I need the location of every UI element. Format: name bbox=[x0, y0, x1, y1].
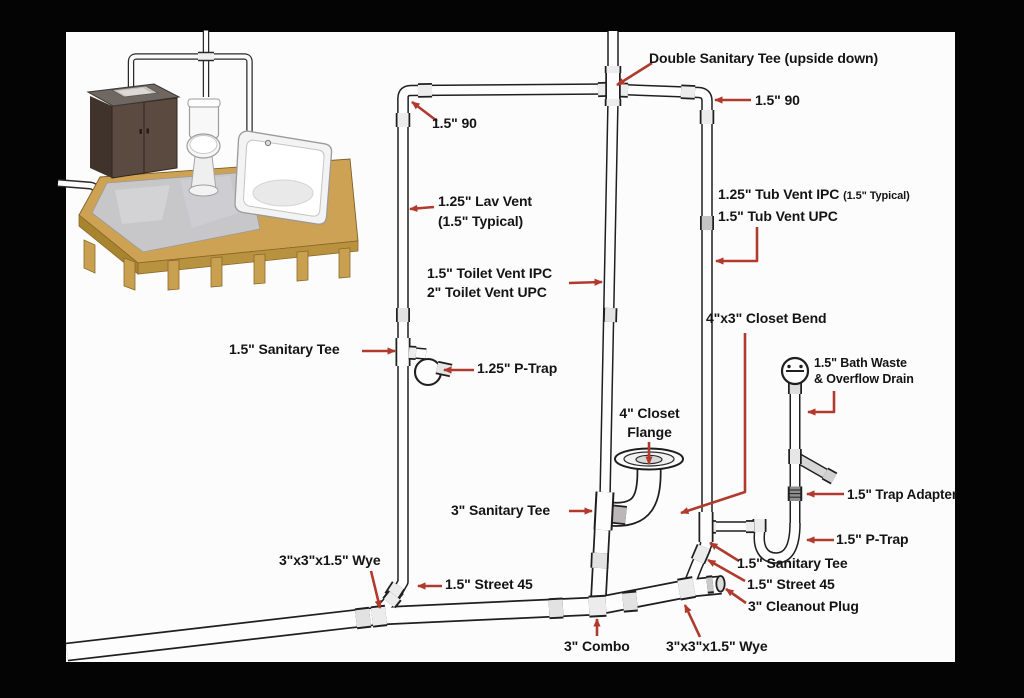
pipe-fittings bbox=[354, 66, 838, 630]
annotation-arrows bbox=[362, 61, 844, 638]
inset-vanity bbox=[86, 83, 181, 179]
arrow-tub-vent bbox=[715, 227, 759, 265]
inset-bathtub bbox=[234, 130, 333, 225]
fitting-3in-sanitary-tee bbox=[593, 491, 627, 531]
arrow-lav-vent bbox=[409, 204, 435, 212]
pipe-network bbox=[65, 31, 838, 662]
arrow-closet-bend bbox=[680, 333, 747, 515]
pipe-fills bbox=[66, 31, 833, 660]
fitting-right-wye-cleanout bbox=[677, 575, 726, 601]
arrow-toilet-vent bbox=[568, 278, 603, 286]
fitting-trap-adapter bbox=[787, 486, 803, 501]
inset-tub-drain bbox=[264, 139, 272, 147]
cleanout-plug-cap bbox=[715, 575, 726, 593]
fitting-combo bbox=[588, 594, 607, 618]
arrow-bath-waste bbox=[807, 391, 836, 416]
pipe-outlines bbox=[65, 31, 834, 662]
arrow-wye-bottom bbox=[683, 604, 702, 638]
arrow-double-sanitary-tee bbox=[616, 61, 653, 87]
fitting-lav-p-trap bbox=[413, 357, 453, 387]
inset-floor-joists bbox=[83, 239, 351, 291]
arrow-wye-left bbox=[369, 570, 382, 609]
fitting-bath-waste-overflow bbox=[780, 356, 838, 485]
arrow-tub-street-45 bbox=[707, 558, 746, 583]
inset-3d-bathroom-model bbox=[57, 30, 359, 291]
arrow-cleanout-plug bbox=[725, 587, 747, 605]
fitting-lav-sanitary-tee bbox=[395, 338, 417, 366]
inset-toilet bbox=[186, 98, 221, 197]
arrow-tub-sanitary-tee bbox=[709, 541, 740, 563]
fitting-double-sanitary-tee bbox=[597, 66, 629, 106]
arrow-90-top-left bbox=[411, 100, 438, 123]
inset-vent-pipes bbox=[127, 30, 253, 133]
fitting-left-wye bbox=[370, 590, 402, 628]
fitting-tub-sanitary-tee bbox=[698, 512, 716, 542]
